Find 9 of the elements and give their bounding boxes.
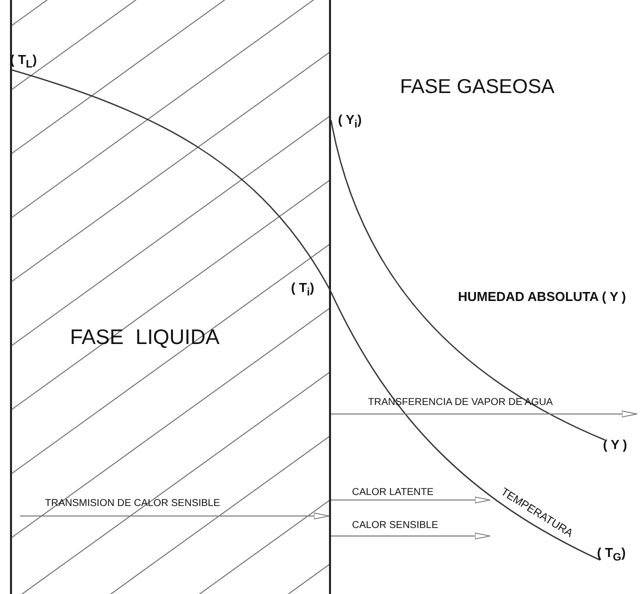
variable-label: ( Y ) <box>603 438 628 452</box>
curve-label: HUMEDAD ABSOLUTA ( Y ) <box>456 290 628 304</box>
variable-label: ( Y$_{i}$) <box>338 113 362 132</box>
arrow-label: CALOR LATENTE <box>352 487 434 498</box>
hatched-liquid-band <box>10 0 331 594</box>
variable-label: ( T$_{i}$) <box>291 281 314 300</box>
variable-label: ( T$_{G}$) <box>597 546 626 564</box>
arrow-label: CALOR SENSIBLE <box>352 520 438 531</box>
phase-label: FASE GASEOSA <box>400 76 555 98</box>
